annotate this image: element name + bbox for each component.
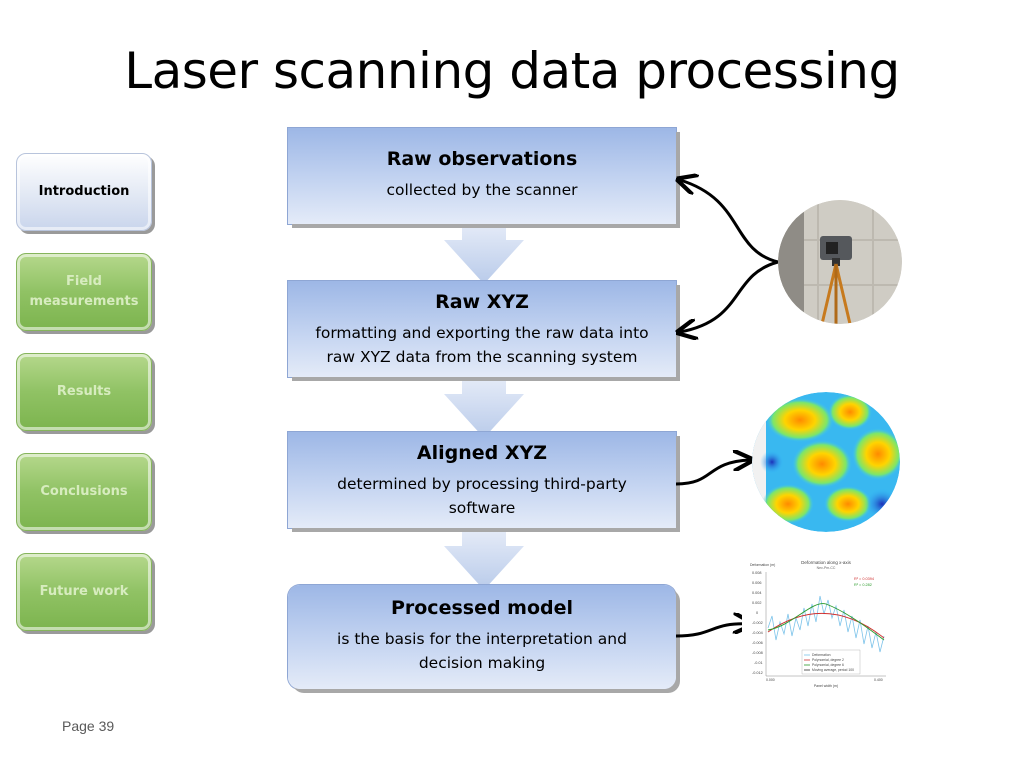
svg-text:Polynomial, degree 2: Polynomial, degree 2 — [812, 658, 844, 662]
svg-text:-0.01: -0.01 — [754, 661, 763, 665]
svg-text:-0.006: -0.006 — [752, 641, 763, 645]
flow-arrow-down-icon — [444, 222, 524, 284]
flow-step-title: Raw XYZ — [435, 291, 529, 313]
svg-text:-0.012: -0.012 — [752, 671, 763, 675]
nav-item-label: Field measurements — [29, 274, 139, 309]
svg-text:0.400: 0.400 — [874, 678, 883, 682]
flow-step-aligned-xyz: Aligned XYZ determined by processing thi… — [288, 432, 676, 528]
svg-text:R² = 0.0394: R² = 0.0394 — [854, 577, 874, 581]
flow-step-desc: collected by the scanner — [386, 181, 578, 199]
nav-item-field-measurements[interactable]: Field measurements — [16, 253, 152, 331]
flow-arrow-down-icon — [444, 528, 524, 590]
svg-text:R² = 0.282: R² = 0.282 — [854, 583, 872, 587]
svg-text:0.000: 0.000 — [766, 678, 775, 682]
page-number: Page 39 — [62, 718, 115, 734]
connector-arrow — [675, 460, 750, 486]
nav-item-label: Future work — [39, 584, 129, 599]
nav-item-label: Introduction — [38, 184, 130, 199]
svg-text:-0.008: -0.008 — [752, 651, 763, 655]
flow-step-desc: formatting and exporting the raw data in… — [315, 324, 649, 366]
flow-step-title: Aligned XYZ — [416, 442, 548, 464]
flow-step-processed-model: Processed model is the basis for the int… — [288, 585, 676, 689]
connector-arrow — [680, 260, 779, 332]
plot-xlabel: Panel width (m) — [814, 684, 838, 688]
svg-text:-0.004: -0.004 — [752, 631, 763, 635]
plot-stats: R² = 0.0394 R² = 0.282 — [854, 577, 874, 587]
scanner-photo — [778, 200, 902, 324]
plot-title: Deformation along x-axis — [801, 560, 852, 565]
nav-item-results[interactable]: Results — [16, 353, 152, 431]
svg-text:0.008: 0.008 — [752, 571, 762, 575]
nav-item-future-work[interactable]: Future work — [16, 553, 152, 631]
plot-ylabel: Deformation (m) — [750, 563, 775, 567]
nav-item-introduction[interactable]: Introduction — [16, 153, 152, 231]
flow-step-desc: is the basis for the interpretation and … — [337, 630, 627, 672]
plot-fit-degree-6 — [767, 603, 885, 641]
plot-yticks: 0.008 0.006 0.004 0.002 0 -0.002 -0.004 … — [752, 571, 763, 675]
heatmap-image — [752, 392, 900, 532]
plot-fit-degree-2 — [767, 613, 885, 639]
svg-text:0.004: 0.004 — [752, 591, 762, 595]
flow-arrow-down-icon — [444, 376, 524, 438]
flow-step-raw-xyz: Raw XYZ formatting and exporting the raw… — [288, 281, 676, 377]
svg-text:Polynomial, degree 6: Polynomial, degree 6 — [812, 663, 844, 667]
plot-legend: Deformation Polynomial, degree 2 Polynom… — [801, 649, 861, 675]
flow-step-title: Raw observations — [386, 148, 578, 170]
svg-text:0.006: 0.006 — [752, 581, 762, 585]
svg-text:Moving average, period 100: Moving average, period 100 — [812, 668, 854, 672]
svg-text:Deformation: Deformation — [812, 653, 831, 657]
slide-title: Laser scanning data processing — [124, 42, 900, 100]
plot-subtitle: Nev-Pm-CC — [817, 566, 836, 570]
flow-step-desc: determined by processing third-party sof… — [337, 475, 627, 517]
nav-item-label: Results — [56, 384, 112, 399]
plot-xticks: 0.000 0.400 — [766, 678, 883, 682]
nav-item-label: Conclusions — [40, 484, 128, 499]
flow-step-raw-observations: Raw observations collected by the scanne… — [288, 128, 676, 224]
svg-text:0.002: 0.002 — [752, 601, 762, 605]
deformation-plot: Deformation along x-axis Nev-Pm-CC Defor… — [742, 556, 892, 690]
svg-text:0: 0 — [756, 611, 758, 615]
svg-text:-0.002: -0.002 — [752, 621, 763, 625]
connector-arrow — [675, 624, 750, 638]
nav-item-conclusions[interactable]: Conclusions — [16, 453, 152, 531]
flow-step-title: Processed model — [390, 597, 574, 619]
connector-arrow — [680, 180, 779, 264]
plot-noisy-series — [767, 595, 885, 653]
